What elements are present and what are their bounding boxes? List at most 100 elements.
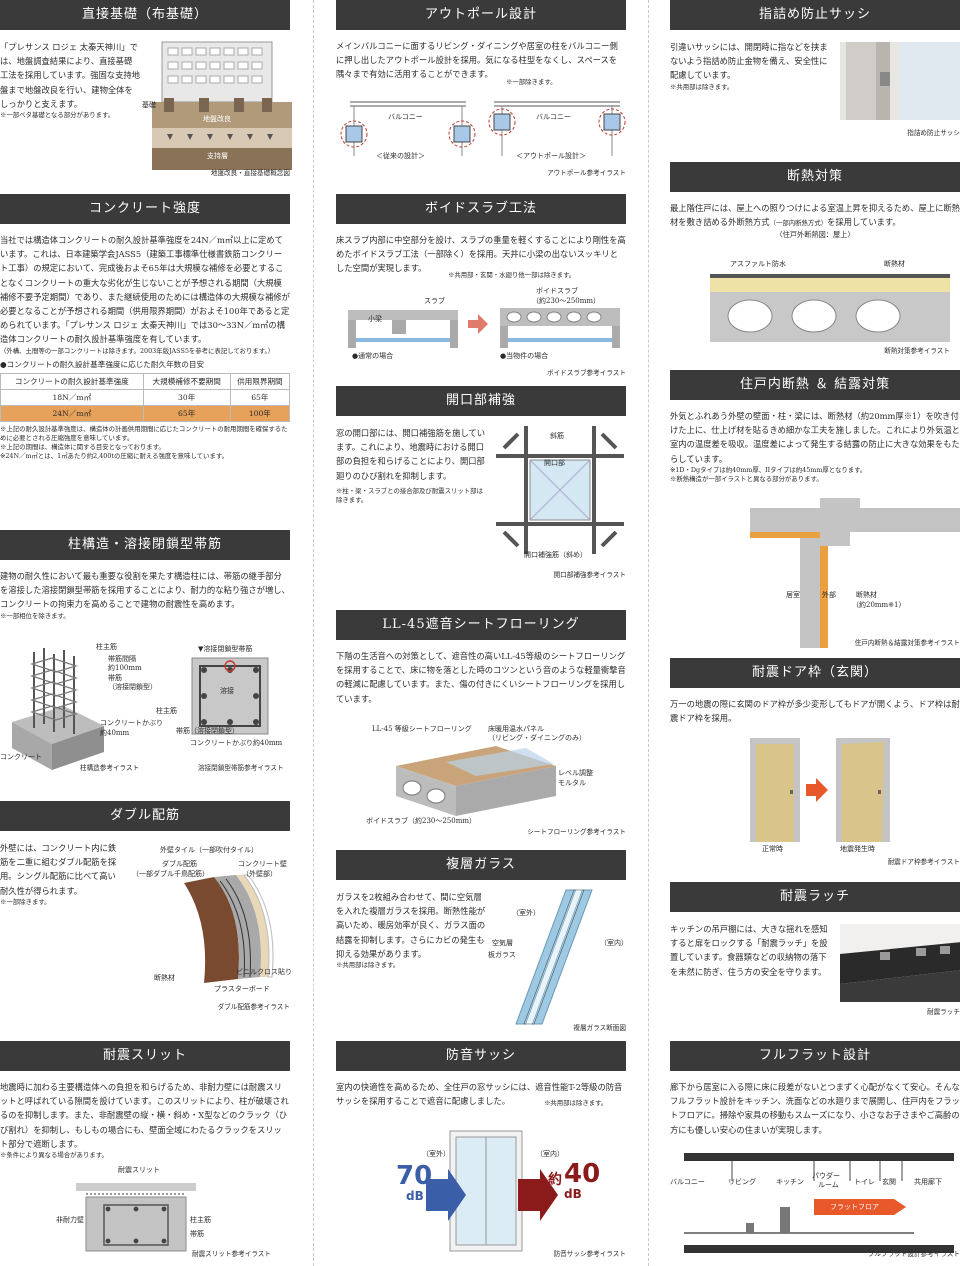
condensation-label: 断熱材 xyxy=(856,591,877,599)
outpole-illustration xyxy=(340,101,626,156)
glass-label: 空気層 xyxy=(492,939,513,947)
opening-label: 斜筋 xyxy=(550,432,564,440)
section-body-small: （一部内断熱方式） xyxy=(769,219,828,228)
flooring-label: レベル調整 xyxy=(558,769,593,777)
outpole-label: ＜従来の設計＞ xyxy=(376,152,425,160)
void-slab-label: スラブ xyxy=(424,297,445,305)
glass-label: 板ガラス xyxy=(488,951,516,959)
section-note: （外構、土間等の一部コンクリートは除きます。2003年版JASS5を参考に表記し… xyxy=(0,346,275,355)
sash-label: （室外） xyxy=(422,1150,450,1158)
column-illustration xyxy=(12,648,104,770)
section-body: 万一の地震の際に玄関のドア枠が多少変形してもドアが開くよう、ドア枠は耐震ドア枠を… xyxy=(670,699,960,724)
section-glass: 複層ガラス ガラスを2枚組み合わせて、間に空気層を入れた複層ガラスを採用。断熱性… xyxy=(336,850,628,1032)
slit-label: 耐震スリット xyxy=(118,1166,160,1174)
section-opening: 開口部補強 窓の開口部には、開口補強筋を施しています。これにより、地震時における… xyxy=(336,386,626,579)
section-flooring: LL-45遮音シートフローリング 下階の生活音への対策として、遮音性の高いLL-… xyxy=(336,610,626,836)
glass-label: （室外） xyxy=(512,909,540,917)
outpole-label: バルコニー xyxy=(388,113,423,121)
double-rebar-label: （一部ダブル千鳥配筋） xyxy=(132,870,209,878)
section-title: 柱構造・溶接閉鎖型帯筋 xyxy=(0,530,290,560)
sash-arrows xyxy=(426,1169,558,1221)
section-double-rebar: ダブル配筋 外壁には、コンクリート内に鉄筋を二重に組むダブル配筋を採用。シングル… xyxy=(0,801,292,1011)
section-note: ※共用部・玄関・水廻り他一部は除きます。 xyxy=(448,271,576,279)
double-rebar-label: ダブル配筋 xyxy=(162,860,197,868)
section-caption: 指詰め防止サッシ xyxy=(907,129,960,137)
section-title: LL-45遮音シートフローリング xyxy=(336,610,626,640)
flooring-label: モルタル xyxy=(558,779,586,787)
flat-label: パウダー xyxy=(812,1172,840,1180)
section-void-slab: ボイドスラブ工法 床スラブ内部に中空部分を設け、スラブの重量を軽くすることにより… xyxy=(336,194,626,377)
section-foundation: 直接基礎（布基礎） 「プレサンス ロジェ 太秦天神川」では、地盤調査結果により、… xyxy=(0,0,292,177)
section-caption: 耐震ラッチ xyxy=(927,1008,960,1016)
weld-hoop-illustration xyxy=(191,657,269,735)
section-title: アウトポール設計 xyxy=(336,0,626,30)
section-body: 床スラブ内部に中空部分を設け、スラブの重量を軽くすることにより剛性を高めたボイド… xyxy=(336,235,626,274)
flat-label: ルーム xyxy=(818,1181,839,1189)
opening-label: 開口部 xyxy=(544,459,565,467)
section-body: 窓の開口部には、開口補強筋を施しています。これにより、地震時における開口部の負担… xyxy=(336,428,486,481)
double-rebar-label: コンクリート壁 xyxy=(238,860,287,868)
door-illustration xyxy=(750,738,890,842)
table-row-highlight: 24N／m㎡ 65年 100年 xyxy=(0,404,291,422)
door-label: 地震発生時 xyxy=(840,845,875,853)
section-column: 柱構造・溶接閉鎖型帯筋 建物の耐久性において最も重要な役割を果たす構造柱には、帯… xyxy=(0,530,290,772)
section-body: 最上階住戸には、屋上への照りつけによる室温上昇を抑えるため、屋上に断熱材を敷き詰… xyxy=(670,201,960,230)
section-body: 「プレサンス ロジェ 太秦天神川」では、地盤調査結果により、直接基礎工法を採用し… xyxy=(0,42,140,109)
column-divider xyxy=(648,0,649,1266)
section-title: 住戸内断熱 ＆ 結露対策 xyxy=(670,370,960,400)
glass-label: （室内） xyxy=(600,939,628,947)
section-insulation: 断熱対策 最上階住戸には、屋上への照りつけによる室温上昇を抑えるため、屋上に断熱… xyxy=(670,162,960,355)
opening-illustration xyxy=(496,426,624,554)
sash-label: （室内） xyxy=(536,1150,564,1158)
section-title: 耐震スリット xyxy=(0,1041,290,1071)
section-body: 当社では構造体コンクリートの耐久設計基準強度を24N／m㎡以上に定めています。こ… xyxy=(0,235,290,345)
double-rebar-label: 断熱材 xyxy=(154,974,175,982)
column-label: 帯筋（溶接閉鎖型） xyxy=(176,727,239,735)
section-outpole: アウトポール設計 メインバルコニーに面するリビング・ダイニングや居室の柱をバルコ… xyxy=(336,0,626,177)
sash-db-unit: dB xyxy=(564,1187,582,1201)
table-row: 18N／m㎡ 30年 65年 xyxy=(0,388,291,406)
condensation-label: （約20mm※1） xyxy=(852,601,906,609)
sash-db-in-prefix: 約 xyxy=(548,1172,562,1188)
section-body: キッチンの吊戸棚には、大きな揺れを感知すると扉をロックする「耐震ラッチ」を設置し… xyxy=(670,924,828,977)
section-note: ※断熱構造が一部イラストと異なる部分があります。 xyxy=(670,474,823,483)
section-title: 開口部補強 xyxy=(336,386,626,416)
double-rebar-label: 外壁タイル（一部吹付タイル） xyxy=(160,846,258,854)
foundation-label-ground: 地盤改良 xyxy=(203,115,231,123)
flooring-label: 床暖用温水パネル xyxy=(488,725,544,733)
section-body: 外気とふれあう外壁の壁面・柱・梁には、断熱材（約20mm厚※1）を吹き付けた上に… xyxy=(670,411,960,464)
section-note: ※1D・Dgタイプは約40mm厚、IIタイプは約45mm厚となります。 xyxy=(670,465,867,474)
table-title: ●コンクリートの耐久設計基準強度に応じた耐久年数の目安 xyxy=(0,359,205,369)
section-note: ※一部除きます。 xyxy=(506,78,557,86)
sash-db-in: 40 xyxy=(564,1159,601,1189)
section-body: 引違いサッシには、開閉時に指などを挟まないよう指詰め防止金物を備え、安全性に配慮… xyxy=(670,42,828,81)
section-note: ※24N／m㎡とは、1㎡あたり約2,400tの圧縮に耐える強度を意味しています。 xyxy=(0,451,228,460)
sash-db-out: 70 xyxy=(396,1161,433,1191)
column-label: 柱主筋 xyxy=(156,707,177,715)
opening-label: 開口補強筋（斜め） xyxy=(524,551,587,559)
finger-illustration xyxy=(840,42,960,120)
column-label: 帯筋間隔 xyxy=(108,655,136,663)
section-body: 建物の耐久性において最も重要な役割を果たす構造柱には、帯筋の継手部分を溶接した溶… xyxy=(0,571,290,610)
section-note: ※一部相位を除きます。 xyxy=(0,611,70,620)
column-label: （溶接閉鎖型） xyxy=(108,683,157,691)
section-title: 断熱対策 xyxy=(670,162,960,192)
glass-illustration xyxy=(515,889,593,1025)
flat-label: キッチン xyxy=(776,1178,804,1186)
durability-table: コンクリートの耐久設計基準強度 大規模補修不要期間 供用限界期間 18N／m㎡ … xyxy=(0,372,291,422)
slit-label: 帯筋 xyxy=(190,1230,204,1238)
section-body: 室内の快適性を高めるため、全住戸の窓サッシには、遮音性能T-2等級の防音サッシを… xyxy=(336,1082,623,1107)
double-rebar-label: プラスターボード xyxy=(214,985,270,993)
section-caption: 溶接閉鎖型帯筋参考イラスト xyxy=(198,764,284,772)
table-cell: 100年 xyxy=(229,404,291,422)
table-header: 大規模補修不要期間 xyxy=(142,372,231,390)
flat-label: 共用廊下 xyxy=(914,1178,942,1186)
table-cell: 65年 xyxy=(142,404,231,422)
section-caption: 耐震スリット参考イラスト xyxy=(192,1250,271,1258)
door-label: 正常時 xyxy=(762,845,783,853)
column-label: ▼溶接閉鎖型帯筋 xyxy=(198,645,253,653)
condensation-label: 居室 xyxy=(786,591,800,599)
table-header: 供用限界期間 xyxy=(229,372,291,390)
foundation-illustration xyxy=(152,41,292,170)
section-body: 廊下から居室に入る際に床に段差がないとつまずく心配がなくて安心。そんなフルフラッ… xyxy=(670,1082,960,1135)
